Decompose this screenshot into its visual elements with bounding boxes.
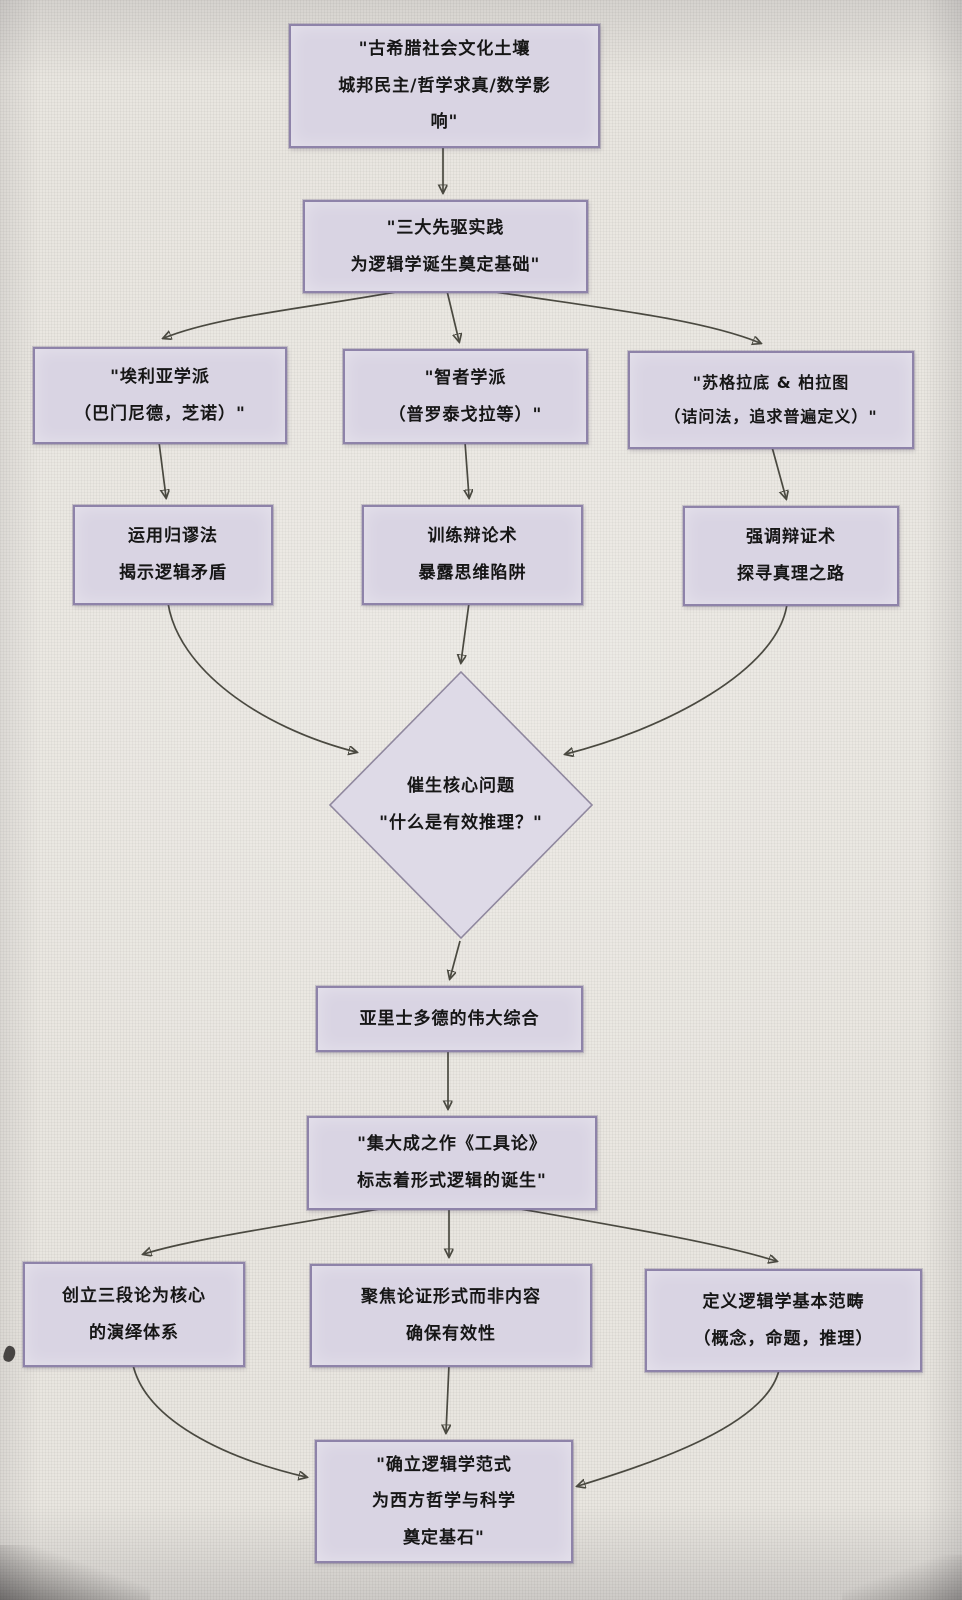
photo-shadow-bottom-right	[842, 1555, 962, 1600]
node-syllogism: 创立三段论为核心 的演绎体系	[23, 1262, 245, 1367]
node-reductio: 运用归谬法 揭示逻辑矛盾	[73, 505, 273, 605]
photo-shadow-bottom-left	[0, 1545, 150, 1600]
node-sophists-label: "智者学派 （普罗泰戈拉等）"	[388, 367, 543, 425]
node-pioneers-label: "三大先驱实践 为逻辑学诞生奠定基础"	[350, 217, 541, 275]
arrow-pioneers-socrates	[488, 290, 760, 343]
node-dialectic-label: 强调辩证术 探寻真理之路	[737, 527, 845, 584]
node-origin: "古希腊社会文化土壤 城邦民主/哲学求真/数学影 响"	[289, 24, 600, 148]
node-socrates-label: "苏格拉底 & 柏拉图 （诘问法，追求普遍定义）"	[664, 372, 878, 426]
node-eleatic: "埃利亚学派 （巴门尼德，芝诺）"	[33, 347, 287, 444]
node-final-label: "确立逻辑学范式 为西方哲学与科学 奠定基石"	[372, 1454, 516, 1548]
node-debate: 训练辩论术 暴露思维陷阱	[362, 505, 583, 605]
node-categories-label: 定义逻辑学基本范畴 （概念，命题，推理）	[693, 1291, 874, 1349]
arrow-socrates-dialectic	[771, 446, 786, 498]
arrow-form-final	[446, 1364, 449, 1432]
node-form-focus: 聚焦论证形式而非内容 确保有效性	[310, 1264, 592, 1367]
node-dialectic: 强调辩证术 探寻真理之路	[683, 506, 899, 606]
arrow-debate-question	[461, 602, 470, 662]
node-categories: 定义逻辑学基本范畴 （概念，命题，推理）	[645, 1269, 922, 1372]
node-form-focus-label: 聚焦论证形式而非内容 确保有效性	[361, 1286, 541, 1344]
node-sophists: "智者学派 （普罗泰戈拉等）"	[343, 349, 588, 444]
node-debate-label: 训练辩论术 暴露思维陷阱	[418, 526, 527, 583]
arrow-eleatic-reductio	[158, 441, 166, 497]
arrow-question-aristotle	[450, 940, 461, 978]
node-syllogism-label: 创立三段论为核心 的演绎体系	[62, 1285, 206, 1343]
photo-artifact	[1, 1344, 18, 1364]
arrow-syllogism-final	[132, 1364, 306, 1477]
node-eleatic-label: "埃利亚学派 （巴门尼德，芝诺）"	[74, 366, 246, 424]
arrow-sophists-debate	[465, 441, 469, 497]
arrow-organon-syllogism	[144, 1207, 386, 1254]
arrow-categories-final	[578, 1369, 780, 1486]
node-pioneers: "三大先驱实践 为逻辑学诞生奠定基础"	[303, 200, 588, 293]
arrow-dialectic-question	[566, 603, 788, 754]
node-core-question-label: 催生核心问题 "什么是有效推理？"	[379, 776, 543, 833]
node-aristotle: 亚里士多德的伟大综合	[316, 986, 583, 1052]
node-final: "确立逻辑学范式 为西方哲学与科学 奠定基石"	[315, 1440, 573, 1563]
arrow-organon-categories	[514, 1207, 776, 1261]
node-organon-label: "集大成之作《工具论》 标志着形式逻辑的诞生"	[357, 1134, 547, 1191]
node-origin-label: "古希腊社会文化土壤 城邦民主/哲学求真/数学影 响"	[338, 39, 551, 133]
node-reductio-label: 运用归谬法 揭示逻辑矛盾	[119, 526, 227, 583]
node-socrates: "苏格拉底 & 柏拉图 （诘问法，追求普遍定义）"	[628, 351, 914, 449]
node-aristotle-label: 亚里士多德的伟大综合	[359, 1008, 540, 1029]
arrow-pioneers-sophists	[446, 290, 459, 341]
node-organon: "集大成之作《工具论》 标志着形式逻辑的诞生"	[307, 1116, 597, 1210]
node-core-question: 催生核心问题 "什么是有效推理？"	[328, 670, 594, 940]
diamond-shape	[328, 670, 594, 940]
arrow-pioneers-eleatic	[164, 290, 402, 338]
